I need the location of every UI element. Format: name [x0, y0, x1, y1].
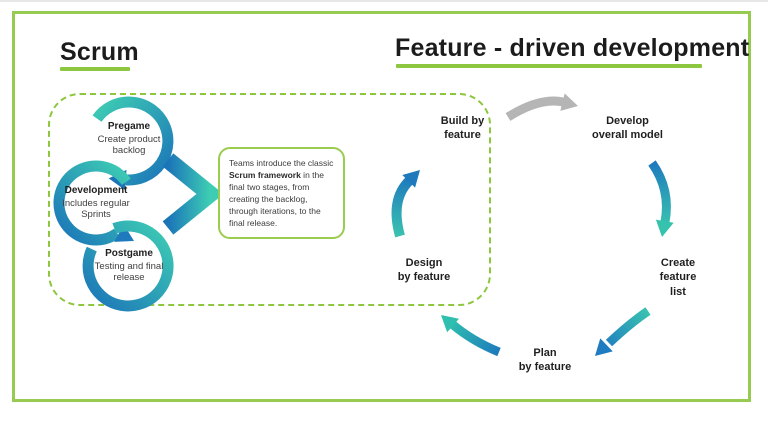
fdd-title: Feature - driven development [395, 34, 750, 62]
stage-name: Postgame [105, 248, 153, 259]
plan-to-design-arrow [449, 320, 501, 357]
scrum-title: Scrum [60, 38, 139, 66]
stage-description: Includes regular Sprints [62, 197, 130, 221]
design-to-build-arrowhead [402, 170, 420, 188]
development-cycle-ring [53, 160, 131, 246]
scrum-stage-development: Development Includes regular Sprints [50, 185, 142, 221]
build-to-develop-gray-arrow [505, 96, 564, 121]
note-text-before: Teams introduce the classic [229, 158, 334, 168]
development-cycle-arrowhead [114, 224, 134, 242]
scrum-title-underline [60, 67, 130, 71]
plan-to-design-arrowhead [441, 315, 459, 333]
scrum-in-fdd-dashed-container [48, 93, 491, 306]
stage-name: Pregame [107, 121, 151, 132]
screenshot-top-edge [0, 0, 768, 2]
develop-to-create-arrow [648, 160, 671, 223]
note-text-after: in the final two stages, from creating t… [229, 170, 324, 229]
scrum-stage-postgame: Postgame Testing and final release [84, 248, 174, 284]
stage-description: Create product backlog [97, 133, 161, 157]
fdd-stage-create-feature-list: Create feature list [659, 257, 697, 298]
postgame-cycle-ring [82, 220, 174, 312]
slide-border-frame [12, 11, 751, 402]
fdd-stage-develop-overall-model: Develop overall model [592, 115, 663, 142]
chevron-arrow [162, 153, 224, 235]
stage-name: Development [64, 185, 128, 196]
develop-to-create-arrowhead [655, 219, 674, 237]
pregame-cycle-ring [92, 96, 174, 186]
design-to-build-arrow [391, 177, 413, 238]
create-to-plan-arrow [605, 307, 651, 347]
scrum-note-box: Teams introduce the classic Scrum framew… [218, 147, 345, 240]
fdd-title-underline [396, 64, 702, 68]
build-to-develop-gray-arrowhead [560, 93, 578, 111]
fdd-stage-build-by-feature: Build by feature [440, 115, 485, 142]
fdd-stage-plan-by-feature: Plan by feature [518, 347, 572, 374]
create-to-plan-arrowhead [595, 338, 613, 356]
note-text-bold: Scrum framework [229, 170, 301, 181]
scrum-stage-pregame: Pregame Create product backlog [85, 121, 173, 157]
fdd-stage-design-by-feature: Design by feature [397, 257, 451, 284]
stage-description: Testing and final release [94, 260, 164, 284]
